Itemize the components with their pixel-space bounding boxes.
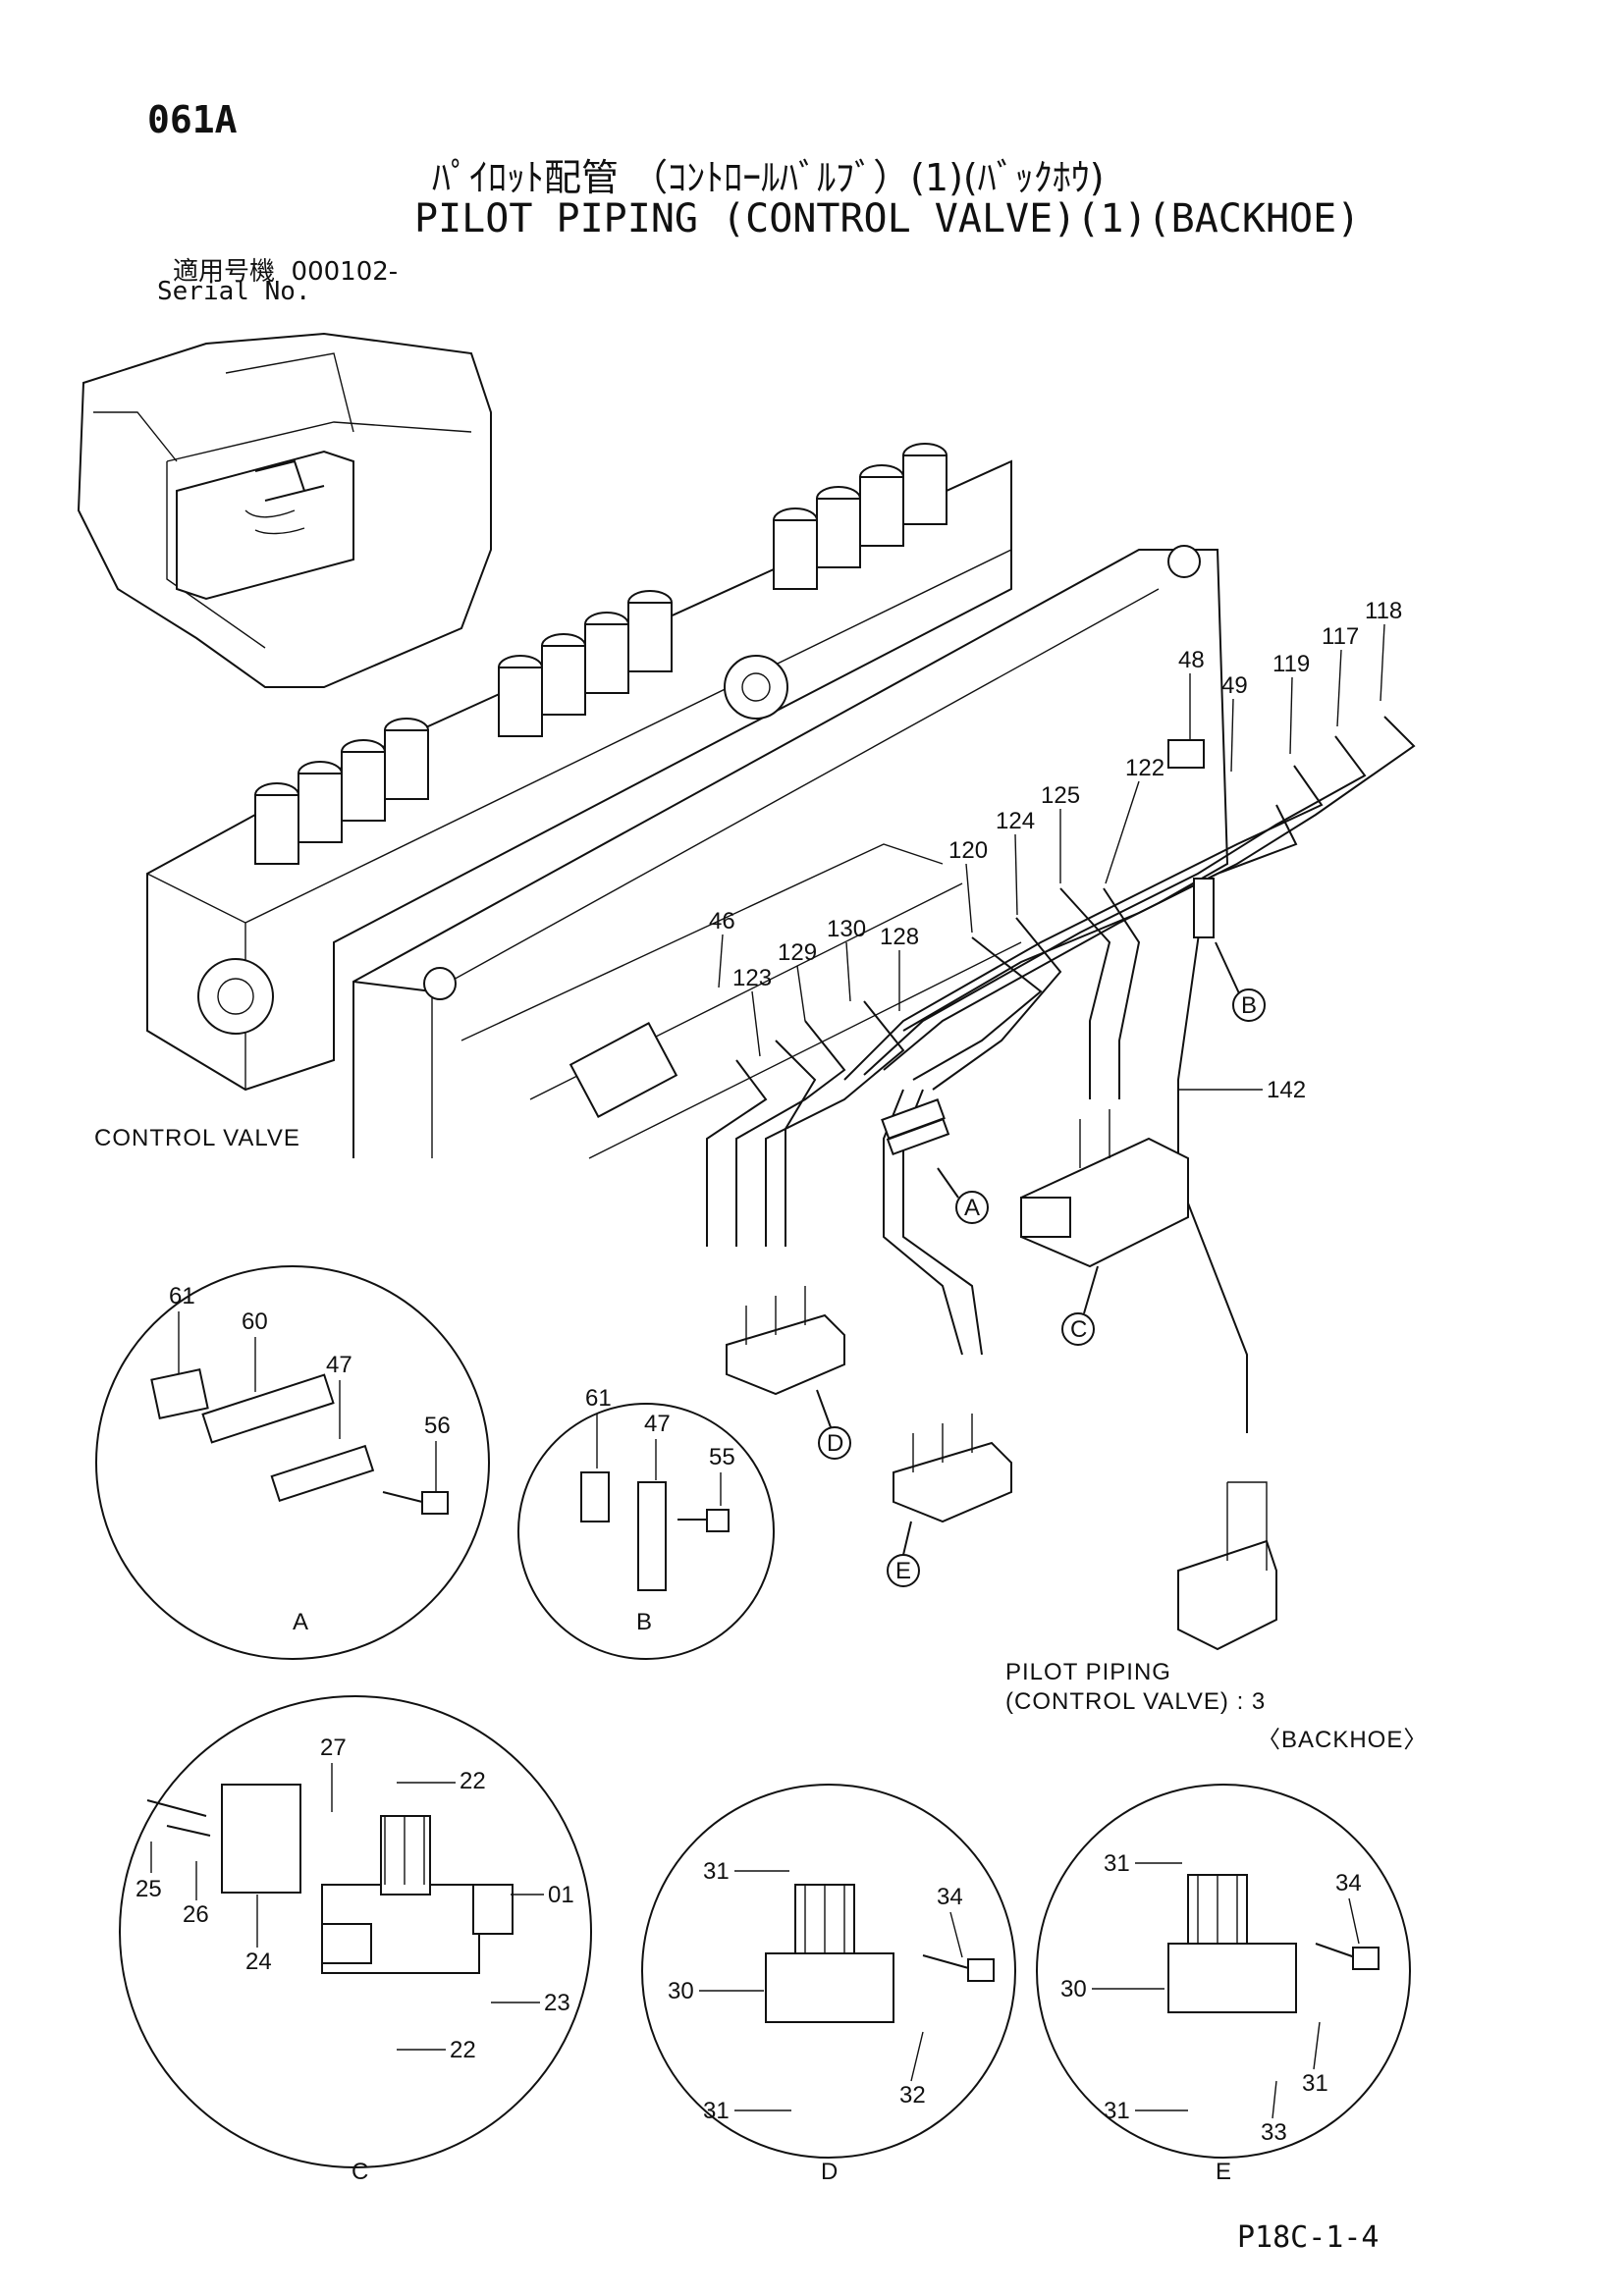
part-number-118: 118 [1365,598,1402,624]
footer-reference: P18C-1-4 [1237,2220,1380,2255]
svg-text:E: E [1216,2159,1231,2185]
part-number-122: 122 [1125,755,1164,781]
svg-text:D: D [821,2159,838,2185]
svg-text:27: 27 [320,1735,347,1761]
callout-a [955,1191,989,1224]
svg-text:C: C [352,2159,368,2185]
detail-view-a: 61 60 47 56 A [95,1265,490,1660]
svg-text:C: C [1070,1316,1087,1343]
control-valve-bank [146,443,1012,1092]
svg-text:23: 23 [544,1990,570,2016]
svg-text:30: 30 [1060,1976,1087,2002]
detail-view-d: 31 34 30 31 32 D [641,1784,1016,2185]
detail-view-b: 61 47 55 B [517,1385,775,1660]
part-number-142: 142 [1267,1077,1306,1103]
svg-text:E: E [895,1558,911,1584]
callout-b [1232,988,1266,1022]
svg-text:34: 34 [937,1884,963,1910]
svg-text:56: 56 [424,1413,451,1439]
part-number-120: 120 [948,837,988,864]
svg-text:32: 32 [899,2082,926,2109]
main-part-labels: 118 117 119 48 49 122 125 124 120 46 130… [709,598,1402,1103]
svg-text:47: 47 [644,1411,671,1437]
svg-text:22: 22 [460,1768,486,1794]
title-english: PILOT PIPING (CONTROL VALVE)(1)(BACKHOE) [414,196,1361,241]
spool-caps [254,443,947,865]
part-number-117: 117 [1322,623,1359,650]
pipe-clamp-b [1193,878,1215,938]
title-japanese: ﾊﾟｲﾛｯﾄ配管 （ｺﾝﾄﾛｰﾙﾊﾞﾙﾌﾞ）(1)(ﾊﾞｯｸﾎｳ) [432,156,1105,199]
svg-text:B: B [1241,992,1257,1019]
svg-text:31: 31 [703,1858,730,1885]
part-number-129: 129 [778,939,817,966]
svg-text:61: 61 [585,1385,612,1412]
svg-text:01: 01 [548,1882,574,1908]
page-code: 061A [147,98,238,141]
part-number-49: 49 [1221,672,1248,699]
control-valve-label: CONTROL VALVE [94,1125,300,1151]
svg-text:60: 60 [242,1308,268,1335]
svg-text:55: 55 [709,1444,735,1470]
mounting-frame [352,545,1229,1159]
callout-c [1061,1312,1095,1346]
part-number-125: 125 [1041,782,1080,809]
pilot-valve-block-3 [1177,1481,1277,1651]
machine-body [77,332,492,688]
detail-view-c: 27 22 25 26 24 01 23 22 C [119,1695,592,2185]
svg-text:A: A [293,1609,308,1635]
note-line-1: PILOT PIPING [1005,1659,1171,1685]
svg-text:34: 34 [1335,1870,1362,1896]
part-number-130: 130 [827,916,866,942]
serial-label-japanese: 適用号機 000102- [173,257,399,287]
svg-text:22: 22 [450,2037,476,2063]
detail-view-e: 31 30 34 31 33 31 E [1036,1784,1411,2185]
svg-text:31: 31 [703,2098,730,2124]
svg-text:33: 33 [1261,2119,1287,2146]
serial-label-english: Serial No. [157,277,311,306]
note-line-2: (CONTROL VALVE) : 3 [1005,1688,1267,1715]
pipe-clamp-a [881,1098,950,1156]
part-number-124: 124 [996,808,1035,834]
main-callouts: A B C D E [816,941,1266,1587]
svg-text:25: 25 [135,1876,162,1902]
svg-text:47: 47 [326,1352,352,1378]
pilot-valve-block-e [893,1414,1012,1523]
svg-text:61: 61 [169,1283,195,1309]
svg-text:B: B [636,1609,652,1635]
svg-text:30: 30 [668,1978,694,2004]
part-number-119: 119 [1272,651,1310,677]
pilot-valve-block-c [1020,1109,1189,1268]
part-number-123: 123 [732,965,772,991]
svg-text:24: 24 [245,1949,272,1975]
part-number-46: 46 [709,908,735,934]
svg-text:31: 31 [1104,2098,1130,2124]
svg-text:D: D [827,1430,843,1457]
callout-d [818,1426,851,1460]
svg-text:31: 31 [1302,2070,1328,2097]
pilot-valve-block-d [726,1286,845,1396]
part-number-48: 48 [1178,647,1205,673]
svg-text:26: 26 [183,1901,209,1928]
svg-text:A: A [964,1195,980,1221]
part-number-128: 128 [880,924,919,950]
note-line-3: 〈BACKHOE〉 [1257,1727,1429,1753]
svg-text:31: 31 [1104,1850,1130,1877]
